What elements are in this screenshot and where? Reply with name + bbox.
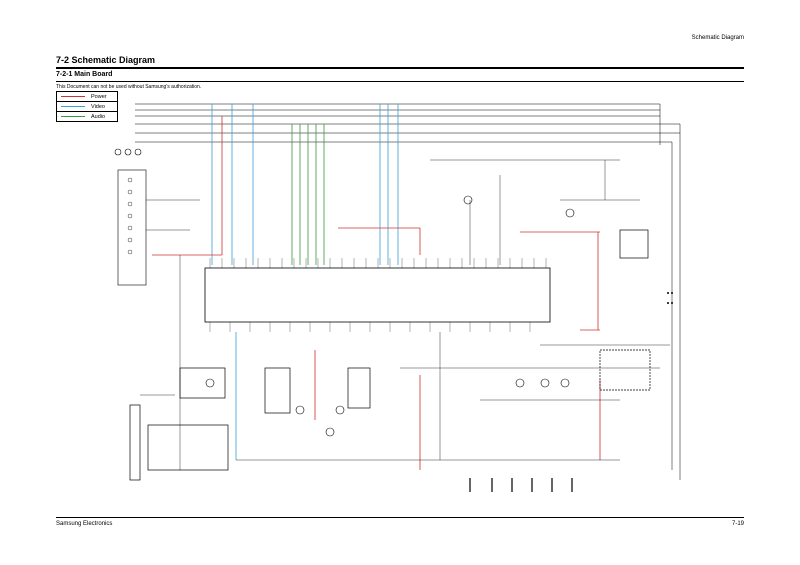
transistor-icons: [205, 195, 575, 437]
footer-company: Samsung Electronics: [56, 521, 113, 527]
power-lines: [152, 116, 601, 470]
title-rule: [56, 67, 744, 69]
legend-item-power: Power: [57, 92, 117, 102]
legend-label: Audio: [91, 113, 106, 120]
page-number: 7-19: [731, 521, 744, 527]
signal-legend: Power Video Audio: [56, 91, 118, 122]
power-line-swatch: [61, 96, 85, 97]
subtitle-rule: [56, 81, 744, 82]
legend-item-video: Video: [57, 102, 117, 112]
legend-label: Power: [91, 93, 107, 100]
video-signal-lines: [211, 104, 399, 460]
top-bus-lines: [135, 103, 681, 480]
right-edge-connectors: [667, 292, 673, 304]
authorization-notice: This Document can not be used without Sa…: [56, 84, 202, 90]
circuit-traces: [140, 159, 670, 470]
main-ic: [204, 258, 551, 332]
header-label: Schematic Diagram: [691, 35, 744, 41]
audio-line-swatch: [61, 116, 85, 117]
footer-rule: [56, 517, 744, 518]
legend-item-audio: Audio: [57, 112, 117, 121]
audio-signal-lines: [291, 124, 325, 265]
subsection-title: 7-2-1 Main Board: [56, 71, 113, 78]
input-jack-panel: [114, 148, 147, 286]
output-connectors: [469, 478, 573, 492]
section-title: 7-2 Schematic Diagram: [56, 55, 156, 65]
sub-circuit-blocks: [129, 229, 651, 481]
video-line-swatch: [61, 106, 85, 107]
legend-label: Video: [91, 103, 105, 110]
